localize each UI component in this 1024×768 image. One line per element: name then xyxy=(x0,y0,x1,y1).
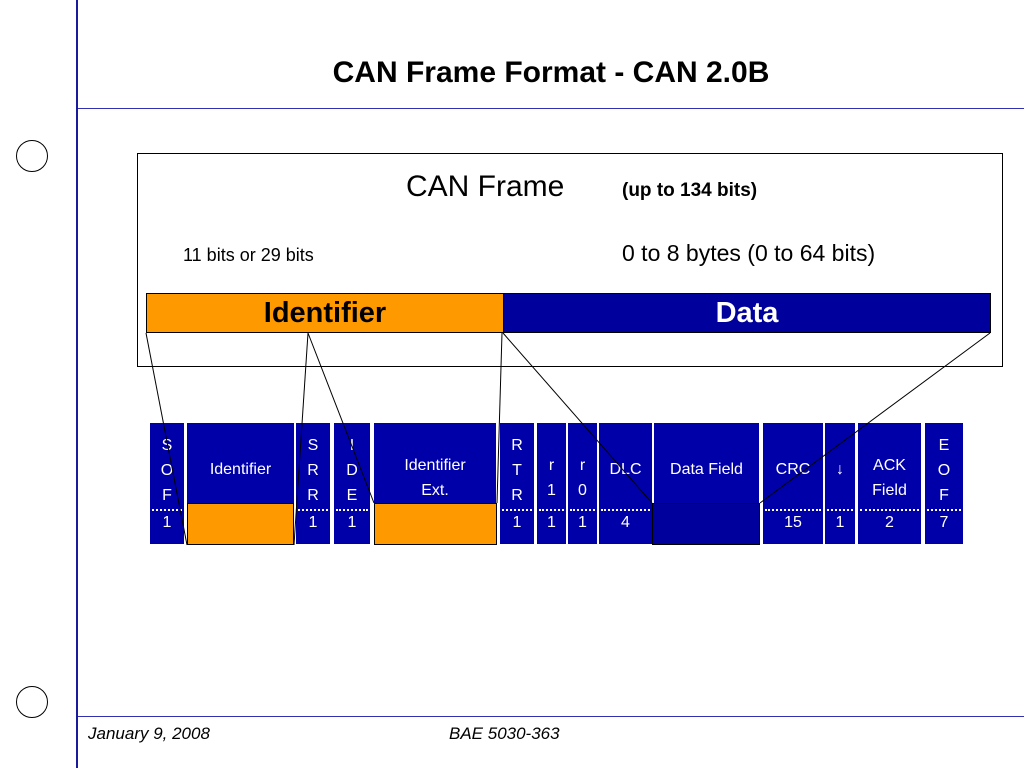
field-bit-count: 4 xyxy=(621,514,630,531)
data-bar: Data xyxy=(503,293,991,333)
can-frame-title: CAN Frame xyxy=(406,170,565,203)
field-label: R T R xyxy=(511,437,523,504)
slide-title: CAN Frame Format - CAN 2.0B xyxy=(332,56,770,89)
data-field-highlight xyxy=(652,503,760,545)
field-label: Identifier xyxy=(209,461,272,478)
field-bit-count: 1 xyxy=(162,514,172,531)
field-ack-field: ACK Field 2 xyxy=(858,423,921,544)
identifier-ext-highlight xyxy=(374,503,497,545)
field-divider xyxy=(927,509,961,511)
field-label: Identifier Ext. xyxy=(404,457,466,499)
field-divider xyxy=(570,509,595,511)
field-label: CRC xyxy=(775,461,811,478)
field-r1: r 1 1 xyxy=(537,423,566,544)
field-rtr: R T R 1 xyxy=(500,423,534,544)
connector-line xyxy=(307,332,375,504)
field-bit-count: 1 xyxy=(308,514,318,531)
field-divider xyxy=(860,509,919,511)
connector-line xyxy=(759,332,991,504)
field-divider xyxy=(765,509,821,511)
footer-rule xyxy=(78,716,1024,717)
connector-line xyxy=(496,332,503,504)
field-divider xyxy=(336,509,368,511)
field-label: E O F xyxy=(937,437,951,504)
identifier-bar: Identifier xyxy=(146,293,504,333)
field-bit-count: 1 xyxy=(835,514,845,531)
margin-rule xyxy=(76,0,78,768)
field-bit-count: 15 xyxy=(784,514,802,531)
field-divider xyxy=(601,509,650,511)
identifier-bits-label: 11 bits or 29 bits xyxy=(183,245,314,265)
field-bit-count: 1 xyxy=(512,514,522,531)
field-r0: r 0 1 xyxy=(568,423,597,544)
identifier-highlight xyxy=(187,503,294,545)
can-frame-box xyxy=(137,153,1003,367)
field-label: r 1 xyxy=(547,457,556,499)
connector-line xyxy=(502,332,653,504)
field-divider xyxy=(502,509,532,511)
field-divider xyxy=(298,509,328,511)
field-crc-delimiter: ↓1 xyxy=(825,423,855,544)
field-label: ACK Field xyxy=(872,457,907,499)
field-bit-count: 1 xyxy=(547,514,556,531)
footer-date: January 9, 2008 xyxy=(88,724,210,743)
field-label: DLC xyxy=(609,461,642,478)
field-label: ↓ xyxy=(836,461,844,478)
connector-line xyxy=(145,332,188,546)
field-bit-count: 7 xyxy=(939,514,949,531)
data-bytes-label: 0 to 8 bytes (0 to 64 bits) xyxy=(622,240,876,266)
field-label: r 0 xyxy=(578,457,587,499)
field-divider xyxy=(539,509,564,511)
field-bit-count: 1 xyxy=(578,514,587,531)
field-eof: E O F 7 xyxy=(925,423,963,544)
field-bit-count: 2 xyxy=(885,514,894,531)
field-srr: S R R 1 xyxy=(296,423,330,544)
can-frame-subtitle: (up to 134 bits) xyxy=(622,180,758,201)
field-label: S O F xyxy=(160,437,174,504)
connector-line xyxy=(293,332,309,546)
field-crc: CRC 15 xyxy=(763,423,823,544)
field-divider xyxy=(827,509,853,511)
binder-hole-top xyxy=(16,140,48,172)
title-rule xyxy=(78,108,1024,109)
binder-hole-bottom xyxy=(16,686,48,718)
footer-course: BAE 5030-363 xyxy=(449,724,560,743)
field-bit-count: 1 xyxy=(347,514,357,531)
field-label: Data Field xyxy=(670,461,743,478)
field-divider xyxy=(152,509,182,511)
field-label: S R R xyxy=(307,437,319,504)
field-dlc: DLC 4 xyxy=(599,423,652,544)
